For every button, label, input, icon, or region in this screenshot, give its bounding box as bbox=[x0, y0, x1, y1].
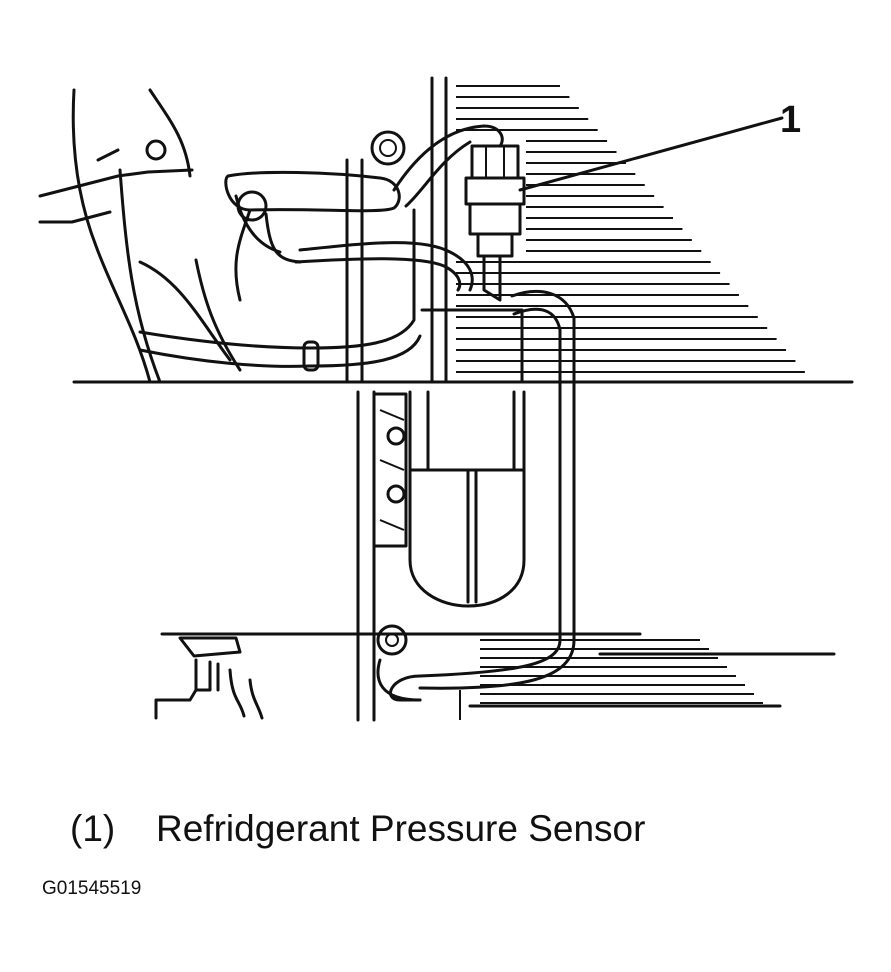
legend-label: Refridgerant Pressure Sensor bbox=[156, 808, 646, 849]
figure-id: G01545519 bbox=[42, 878, 142, 899]
refrigerant-lines bbox=[138, 124, 504, 372]
return-line bbox=[389, 289, 576, 702]
lower-fins bbox=[480, 639, 763, 704]
callout-number: 1 bbox=[780, 99, 801, 141]
legend-number: (1) bbox=[70, 808, 116, 849]
frame-posts bbox=[345, 76, 448, 722]
receiver-drier bbox=[372, 308, 526, 608]
lower-bracket bbox=[154, 624, 461, 720]
callout-leader bbox=[518, 116, 784, 192]
legend-item: (1) Refridgerant Pressure Sensor bbox=[70, 808, 645, 850]
condenser-fins bbox=[456, 85, 805, 373]
pressure-sensor bbox=[464, 144, 526, 302]
engine-side-outline bbox=[38, 88, 242, 384]
horizontal-rails bbox=[72, 380, 854, 708]
